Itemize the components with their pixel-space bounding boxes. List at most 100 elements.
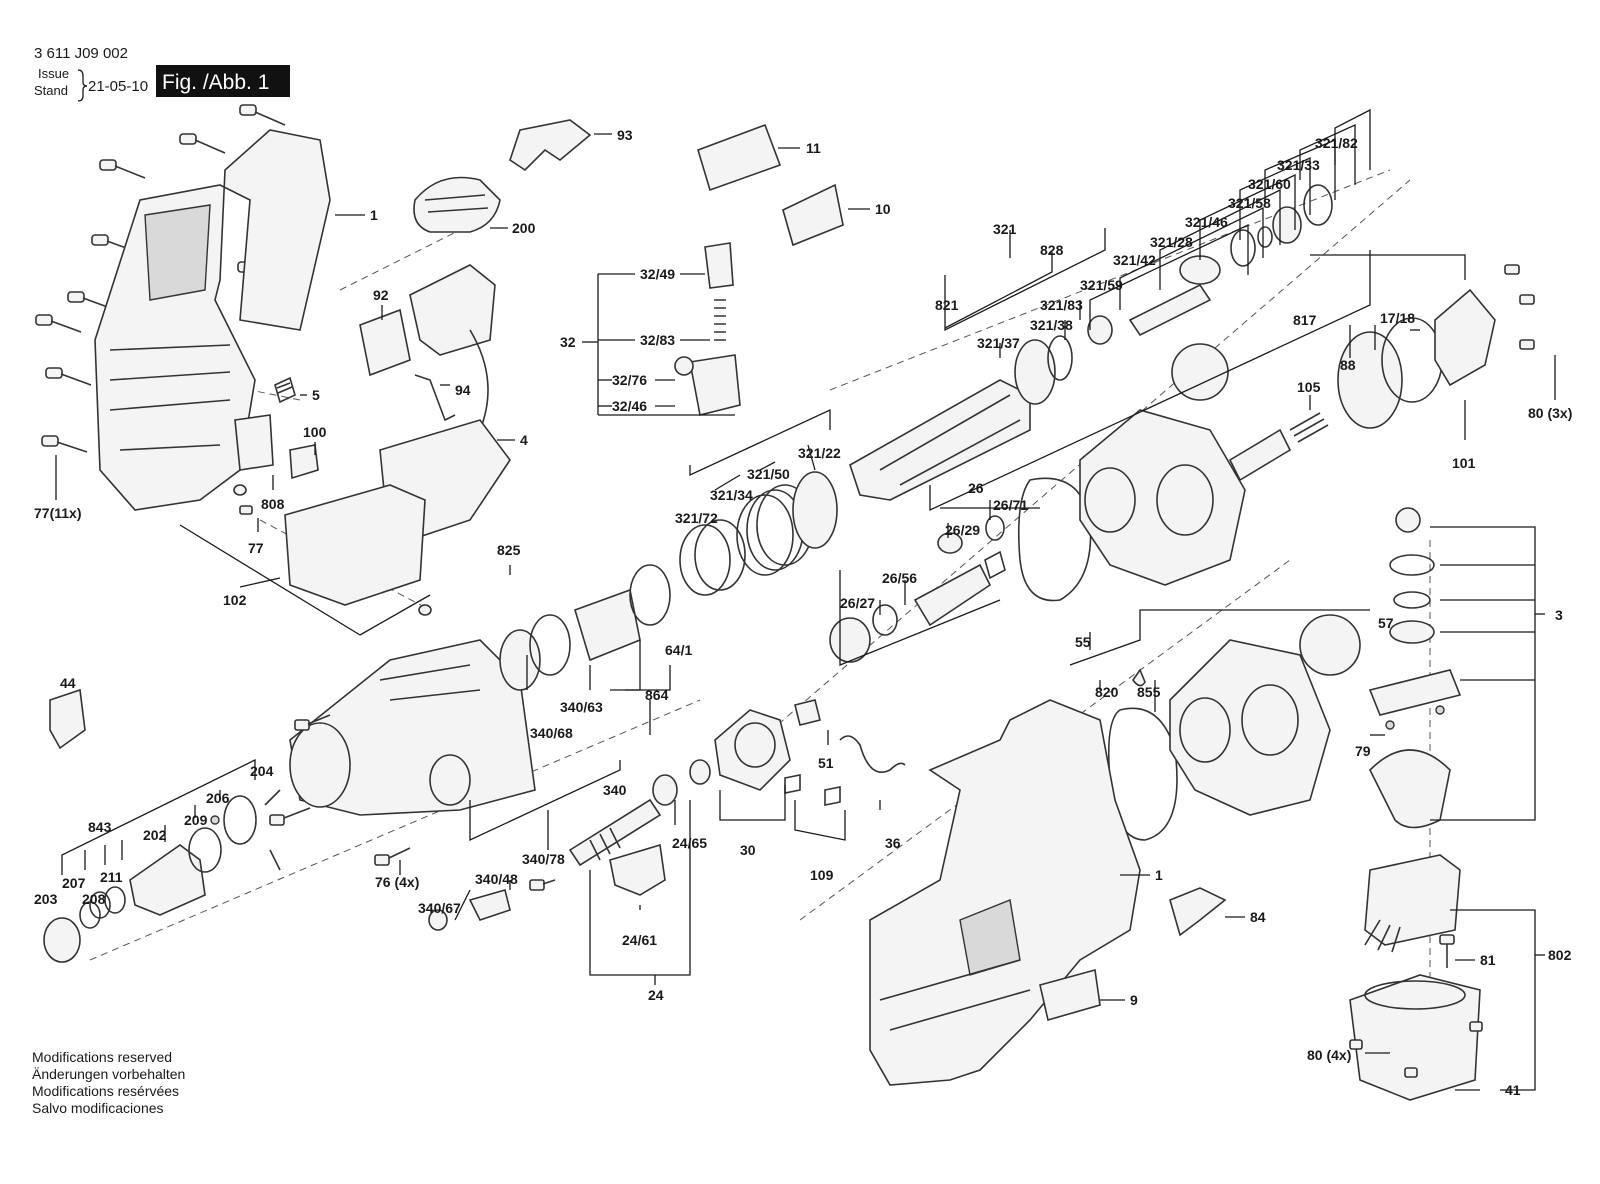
part-lock-93 xyxy=(509,119,592,172)
label-36: 36 xyxy=(885,835,901,851)
label-26-56: 26/56 xyxy=(882,570,917,586)
label-340-63: 340/63 xyxy=(560,699,603,715)
label-855: 855 xyxy=(1137,684,1161,700)
label-843: 843 xyxy=(88,819,112,835)
part-label-group: 93 11 1 200 10 321/82 321/33 321/60 321/… xyxy=(34,127,1572,1098)
label-17-18: 17/18 xyxy=(1380,310,1415,326)
label-80-4x: 80 (4x) xyxy=(1307,1047,1351,1063)
label-321-58: 321/58 xyxy=(1228,195,1271,211)
label-80-3x: 80 (3x) xyxy=(1528,405,1572,421)
part-spring-stack-321-22 xyxy=(679,471,838,596)
part-gear-housing-upper xyxy=(1079,343,1246,586)
label-203: 203 xyxy=(34,891,58,907)
label-321-60: 321/60 xyxy=(1248,176,1291,192)
label-321-50: 321/50 xyxy=(747,466,790,482)
label-321-33: 321/33 xyxy=(1277,157,1320,173)
figure-label-box xyxy=(156,65,290,97)
leader-lines xyxy=(55,108,1556,1091)
label-828: 828 xyxy=(1040,242,1064,258)
label-3: 3 xyxy=(1555,607,1563,623)
label-44: 44 xyxy=(60,675,76,691)
label-92: 92 xyxy=(373,287,389,303)
label-32-76: 32/76 xyxy=(612,372,647,388)
part-nose-housing-340 xyxy=(289,639,536,816)
part-handle-grip xyxy=(413,176,501,233)
part-gear-train-817 xyxy=(1228,264,1535,482)
label-340-67: 340/67 xyxy=(418,900,461,916)
label-100: 100 xyxy=(303,424,327,440)
issue-date: 21-05-10 xyxy=(88,78,148,95)
label-88: 88 xyxy=(1340,357,1356,373)
part-sleeves-340-63 xyxy=(499,564,671,691)
part-chuck-assembly-202 xyxy=(43,688,281,963)
issue-brace xyxy=(77,69,88,102)
label-321-46: 321/46 xyxy=(1185,214,1228,230)
label-32-46: 32/46 xyxy=(612,398,647,414)
part-housing-half-left xyxy=(94,129,331,511)
part-switch-assembly-4 xyxy=(284,264,511,606)
note-line-1: Modifications reserved xyxy=(32,1049,172,1065)
label-9: 9 xyxy=(1130,992,1138,1008)
label-864: 864 xyxy=(645,687,669,703)
part-labels-11-10 xyxy=(697,123,844,247)
label-24-65: 24/65 xyxy=(672,835,707,851)
label-207: 207 xyxy=(62,875,86,891)
label-1-top: 1 xyxy=(370,207,378,223)
label-340: 340 xyxy=(603,782,627,798)
label-321-22: 321/22 xyxy=(798,445,841,461)
label-26: 26 xyxy=(968,480,984,496)
label-79: 79 xyxy=(1355,743,1371,759)
part-spindle-assembly-321 xyxy=(849,184,1333,501)
part-pins-109-and-clip-36 xyxy=(784,735,906,806)
label-77-11x: 77(11x) xyxy=(34,505,81,521)
label-208: 208 xyxy=(82,891,106,907)
label-32-83: 32/83 xyxy=(640,332,675,348)
part-gear-housing-lower xyxy=(1169,614,1361,816)
label-321: 321 xyxy=(993,221,1017,237)
part-brush-holder-32 xyxy=(674,242,741,416)
label-817: 817 xyxy=(1293,312,1317,328)
label-76-4x: 76 (4x) xyxy=(375,874,419,890)
label-202: 202 xyxy=(143,827,167,843)
label-321-72: 321/72 xyxy=(675,510,718,526)
label-26-27: 26/27 xyxy=(840,595,875,611)
part-stator-802 xyxy=(1364,854,1461,968)
label-26-71: 26/71 xyxy=(993,497,1028,513)
label-321-42: 321/42 xyxy=(1113,252,1156,268)
part-housing-half-right xyxy=(869,699,1141,1086)
label-204: 204 xyxy=(250,763,274,779)
label-77: 77 xyxy=(248,540,264,556)
label-5: 5 xyxy=(312,387,320,403)
issue-label: Issue xyxy=(38,66,69,81)
label-24: 24 xyxy=(648,987,664,1003)
label-101: 101 xyxy=(1452,455,1476,471)
label-24-61: 24/61 xyxy=(622,932,657,948)
label-820: 820 xyxy=(1095,684,1119,700)
part-screws-76 xyxy=(269,714,556,891)
label-94: 94 xyxy=(455,382,471,398)
label-340-78: 340/78 xyxy=(522,851,565,867)
label-200: 200 xyxy=(512,220,536,236)
label-81: 81 xyxy=(1480,952,1496,968)
label-105: 105 xyxy=(1297,379,1321,395)
note-line-4: Salvo modificaciones xyxy=(32,1100,164,1116)
label-26-29: 26/29 xyxy=(945,522,980,538)
label-10: 10 xyxy=(875,201,891,217)
label-102: 102 xyxy=(223,592,247,608)
label-4: 4 xyxy=(520,432,528,448)
label-821: 821 xyxy=(935,297,959,313)
label-802: 802 xyxy=(1548,947,1572,963)
note-line-2: Änderungen vorbehalten xyxy=(32,1066,185,1082)
label-321-28: 321/28 xyxy=(1150,234,1193,250)
label-109: 109 xyxy=(810,867,834,883)
label-211: 211 xyxy=(100,869,123,885)
label-209: 209 xyxy=(184,812,208,828)
label-1-right: 1 xyxy=(1155,867,1163,883)
label-32: 32 xyxy=(560,334,576,350)
label-321-59: 321/59 xyxy=(1080,277,1123,293)
part-motor-housing-41 xyxy=(1349,974,1483,1101)
label-64-1: 64/1 xyxy=(665,642,692,658)
part-gearshaft-24 xyxy=(428,774,678,931)
part-misc-small xyxy=(233,308,1146,687)
